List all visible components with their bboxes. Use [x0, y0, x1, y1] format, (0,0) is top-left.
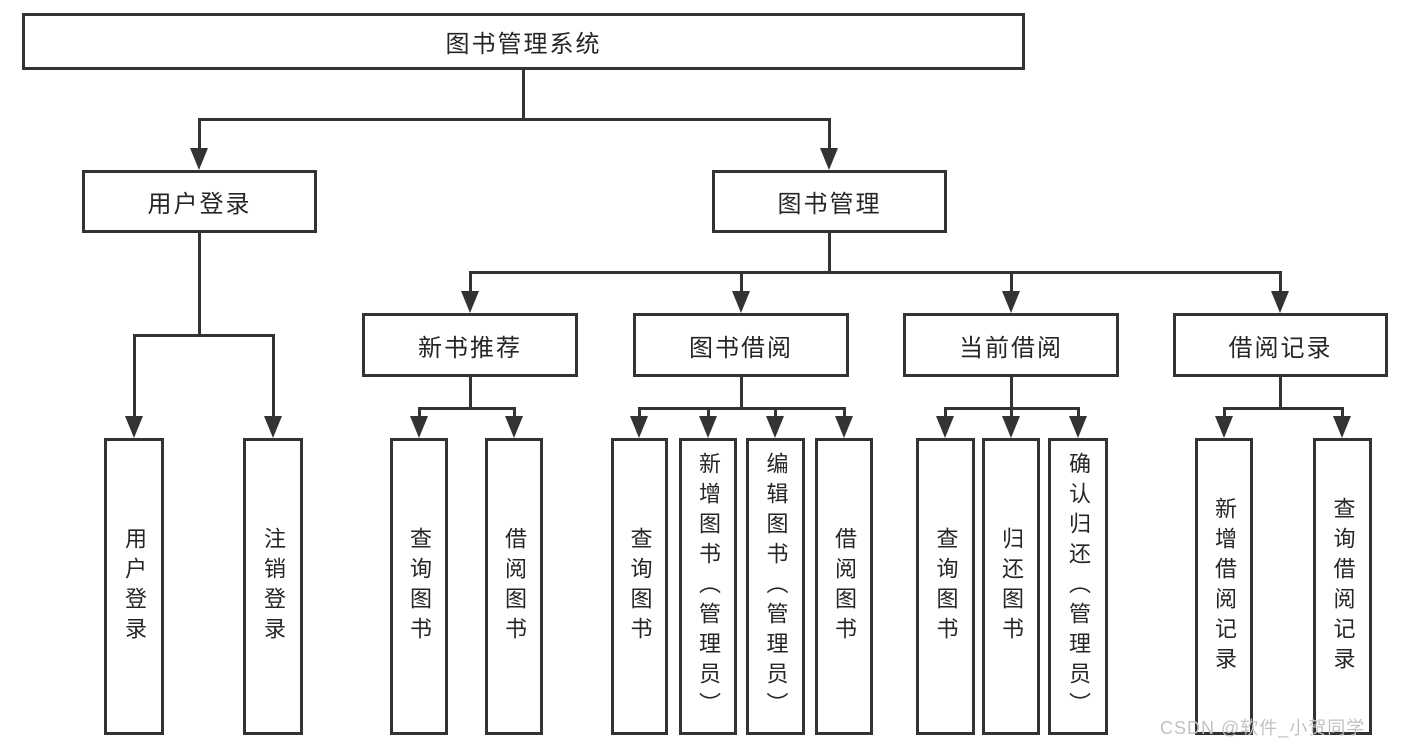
connector-line-vertical	[1010, 377, 1013, 410]
connector-line-vertical	[513, 407, 516, 420]
leaf-borrow-books-borrowing: 借阅图书	[815, 438, 873, 735]
leaf-label: 新增图书（管理员）	[696, 451, 721, 722]
arrow-down-icon	[1215, 416, 1233, 438]
leaf-query-books-borrowing: 查询图书	[611, 438, 668, 735]
arrow-down-icon	[1069, 416, 1087, 438]
connector-line-vertical	[469, 271, 472, 295]
node-label: 图书管理	[777, 191, 882, 218]
leaf-label: 查询图书	[407, 526, 432, 647]
connector-line-vertical	[133, 334, 136, 420]
connector-line-horizontal	[638, 407, 846, 410]
arrow-down-icon	[835, 416, 853, 438]
connector-line-vertical	[469, 377, 472, 410]
connector-line-vertical	[1077, 407, 1080, 420]
node-label: 新书推荐	[418, 334, 522, 362]
arrow-down-icon	[766, 416, 784, 438]
connector-line-horizontal	[1223, 407, 1344, 410]
node-library-management-system: 图书管理系统	[22, 13, 1025, 70]
leaf-label: 借阅图书	[832, 526, 857, 647]
leaf-query-books-recommend: 查询图书	[390, 438, 448, 735]
arrow-down-icon	[1002, 291, 1020, 313]
connector-line-vertical	[843, 407, 846, 420]
connector-line-vertical	[828, 119, 831, 152]
leaf-add-books-admin: 新增图书（管理员）	[679, 438, 737, 735]
connector-line-vertical	[198, 233, 201, 337]
connector-line-horizontal	[469, 271, 1282, 274]
leaf-label: 归还图书	[999, 526, 1024, 647]
leaf-add-borrow-record: 新增借阅记录	[1195, 438, 1253, 735]
leaf-label: 查询图书	[933, 526, 959, 647]
connector-line-vertical	[707, 407, 710, 420]
leaf-user-login: 用户登录	[104, 438, 164, 735]
node-borrowing-records: 借阅记录	[1173, 313, 1388, 377]
node-user-login: 用户登录	[82, 170, 317, 233]
node-label: 借阅记录	[1228, 334, 1333, 362]
connector-line-vertical	[740, 271, 743, 295]
arrow-down-icon	[125, 416, 143, 438]
node-label: 图书管理系统	[445, 31, 602, 58]
leaf-label: 借阅图书	[502, 526, 527, 647]
node-book-borrowing: 图书借阅	[633, 313, 849, 377]
connector-line-vertical	[522, 69, 525, 121]
connector-line-vertical	[740, 377, 743, 410]
leaf-query-books-current: 查询图书	[916, 438, 975, 735]
connector-line-vertical	[1010, 407, 1013, 420]
leaf-label: 查询图书	[627, 526, 653, 647]
connector-line-vertical	[1223, 407, 1226, 420]
arrow-down-icon	[732, 291, 750, 313]
leaf-label: 查询借阅记录	[1330, 496, 1356, 677]
connector-line-vertical	[272, 334, 275, 420]
watermark: CSDN @软件_小贺同学	[1160, 718, 1366, 738]
arrow-down-icon	[264, 416, 282, 438]
arrow-down-icon	[936, 416, 954, 438]
arrow-down-icon	[505, 416, 523, 438]
arrow-down-icon	[410, 416, 428, 438]
connector-line-vertical	[774, 407, 777, 420]
node-label: 当前借阅	[959, 334, 1063, 362]
leaf-borrow-books-recommend: 借阅图书	[485, 438, 543, 735]
leaf-logout: 注销登录	[243, 438, 303, 735]
arrow-down-icon	[1271, 291, 1289, 313]
connector-line-vertical	[944, 407, 947, 420]
leaf-label: 确认归还（管理员）	[1066, 451, 1091, 722]
connector-line-horizontal	[418, 407, 516, 410]
node-label: 用户登录	[147, 191, 252, 218]
connector-line-horizontal	[133, 334, 275, 337]
arrow-down-icon	[190, 148, 208, 170]
arrow-down-icon	[1002, 416, 1020, 438]
leaf-label: 注销登录	[261, 526, 286, 647]
leaf-label: 用户登录	[122, 526, 147, 647]
arrow-down-icon	[461, 291, 479, 313]
node-new-book-recommendation: 新书推荐	[362, 313, 578, 377]
node-label: 图书借阅	[689, 334, 793, 362]
leaf-label: 新增借阅记录	[1212, 496, 1237, 677]
node-current-borrowing: 当前借阅	[903, 313, 1119, 377]
leaf-return-books: 归还图书	[982, 438, 1040, 735]
connector-line-vertical	[198, 119, 201, 152]
leaf-label: 编辑图书（管理员）	[763, 451, 789, 722]
connector-line-horizontal	[944, 407, 1080, 410]
arrow-down-icon	[630, 416, 648, 438]
arrow-down-icon	[1333, 416, 1351, 438]
node-book-management: 图书管理	[712, 170, 947, 233]
connector-line-vertical	[1010, 271, 1013, 295]
arrow-down-icon	[820, 148, 838, 170]
connector-line-vertical	[828, 233, 831, 274]
leaf-edit-books-admin: 编辑图书（管理员）	[746, 438, 805, 735]
connector-line-vertical	[638, 407, 641, 420]
leaf-query-borrow-record: 查询借阅记录	[1313, 438, 1372, 735]
connector-line-vertical	[418, 407, 421, 420]
arrow-down-icon	[699, 416, 717, 438]
connector-line-vertical	[1341, 407, 1344, 420]
leaf-confirm-return-admin: 确认归还（管理员）	[1048, 438, 1108, 735]
connector-line-vertical	[1279, 377, 1282, 410]
connector-line-vertical	[1279, 271, 1282, 295]
connector-line-horizontal	[198, 118, 831, 121]
